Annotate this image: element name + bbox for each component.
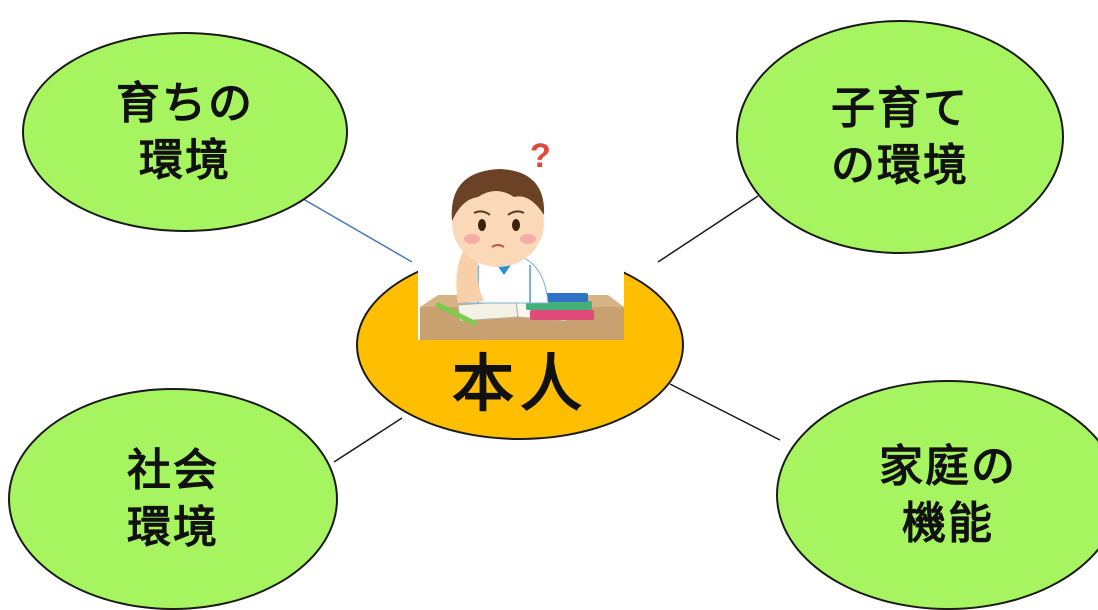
connector-childcare (657, 195, 759, 263)
diagram-canvas: 育ちの 環境 子育て の環境 社会 環境 家庭の 機能 本人 (8, 20, 1098, 610)
student-hair (451, 169, 545, 221)
connector-family (669, 383, 781, 441)
upbringing-label-line1: 育ちの (116, 77, 254, 129)
student-face (452, 179, 544, 267)
society-label-line1: 社会 (127, 444, 219, 496)
question-mark-icon: ? (530, 137, 551, 175)
connector-upbringing (297, 195, 413, 263)
childcare-label-line1: 子育て (831, 82, 969, 134)
book-stack (530, 310, 594, 320)
self-label: 本人 (451, 347, 588, 420)
student-eye-left (478, 219, 486, 231)
thinking-student-illustration: ? (418, 135, 624, 340)
bubble-upbringing-environment: 育ちの 環境 (22, 32, 348, 232)
connector-lines (297, 195, 781, 463)
bubble-upbringing-label: 育ちの 環境 (116, 75, 254, 189)
family-label-line1: 家庭の (879, 440, 1017, 492)
childcare-label-line2: の環境 (831, 140, 969, 191)
society-label-line2: 環境 (127, 502, 219, 553)
family-label-line2: 機能 (902, 498, 994, 549)
student-mouth (491, 244, 505, 248)
upbringing-label-line2: 環境 (139, 135, 231, 186)
bubble-social-environment: 社会 環境 (8, 388, 338, 610)
bubble-childcare-environment: 子育て の環境 (736, 20, 1064, 254)
bubble-family-label: 家庭の 機能 (879, 438, 1017, 552)
student-figure-svg: ? (420, 137, 624, 340)
bubble-family-function: 家庭の 機能 (776, 380, 1098, 610)
bubble-childcare-label: 子育て の環境 (831, 80, 969, 194)
bubble-society-label: 社会 環境 (127, 442, 219, 556)
connector-society (333, 417, 403, 463)
pencil (435, 302, 477, 326)
student-eye-right (512, 219, 520, 231)
